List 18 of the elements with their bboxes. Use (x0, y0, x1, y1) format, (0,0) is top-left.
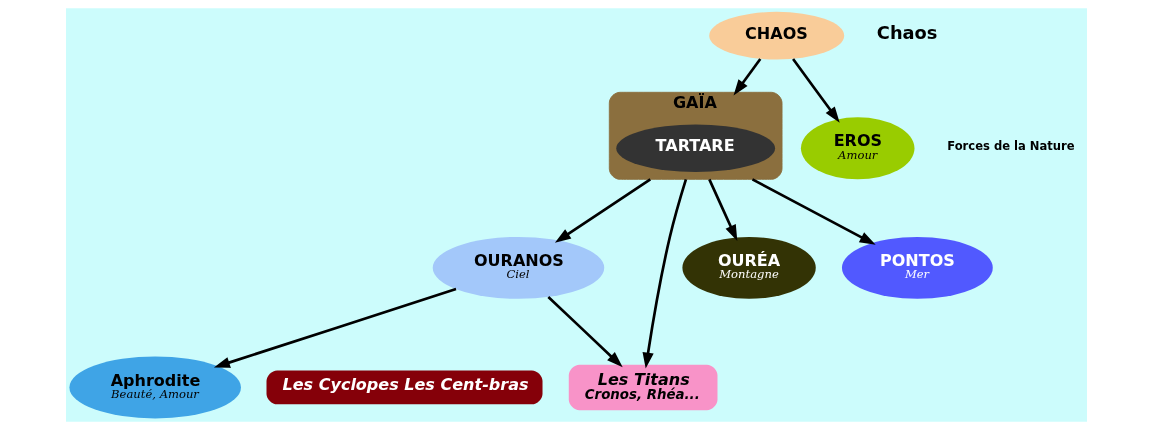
arrow (791, 58, 840, 123)
node-ellipse: CHAOS (708, 11, 844, 60)
node-box: Les Titans Cronos, Rhéa... (568, 364, 717, 411)
arrow (733, 58, 761, 96)
arrow (554, 178, 651, 243)
node-ellipse: PONTOS Mer (841, 236, 993, 299)
node-ellipse: EROS Amour (800, 117, 914, 180)
arrow (546, 296, 623, 368)
node-box: Les Cyclopes Les Cent-bras (266, 370, 542, 405)
arrow (213, 287, 456, 368)
node-ellipse: TARTARE (615, 124, 775, 173)
arrow (642, 178, 687, 369)
label: Chaos (876, 22, 937, 44)
arrow (751, 178, 876, 245)
node-ellipse: OURANOS Ciel (432, 236, 604, 299)
node-ellipse: OURÉA Montagne (681, 236, 816, 299)
arrow (707, 178, 737, 241)
label: Forces de la Nature (946, 139, 1075, 154)
